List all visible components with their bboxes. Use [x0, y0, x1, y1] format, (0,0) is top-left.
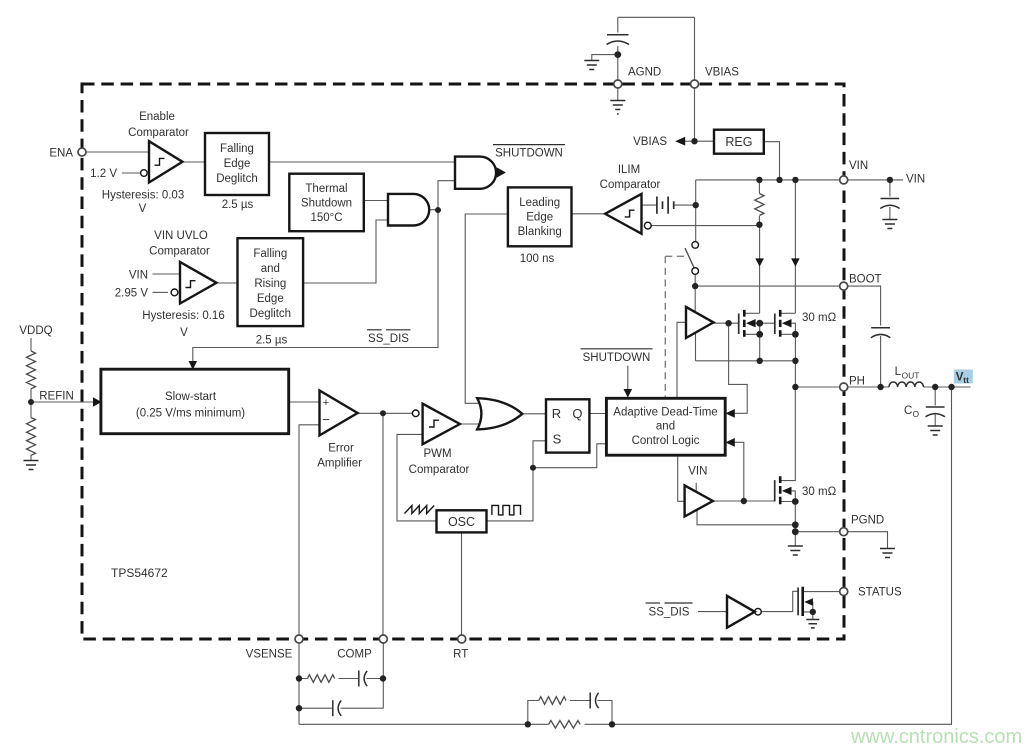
- svg-text:VBIAS: VBIAS: [705, 66, 739, 78]
- svg-text:Adaptive Dead-Time: Adaptive Dead-Time: [613, 407, 717, 419]
- svg-text:Comparator: Comparator: [600, 179, 661, 191]
- svg-text:Edge: Edge: [257, 293, 284, 305]
- svg-text:VDDQ: VDDQ: [19, 325, 52, 337]
- svg-text:BOOT: BOOT: [849, 274, 882, 286]
- svg-text:SS_DIS: SS_DIS: [649, 607, 690, 619]
- svg-text:2.5 µs: 2.5 µs: [222, 199, 254, 211]
- svg-text:150°C: 150°C: [310, 212, 342, 224]
- svg-text:Control Logic: Control Logic: [632, 435, 700, 447]
- svg-text:SHUTDOWN: SHUTDOWN: [583, 352, 651, 364]
- svg-text:VBIAS: VBIAS: [633, 136, 667, 148]
- svg-text:www.cntronics.com: www.cntronics.com: [850, 726, 1022, 748]
- svg-text:tt: tt: [963, 375, 969, 385]
- svg-text:30 mΩ: 30 mΩ: [802, 486, 837, 498]
- svg-text:and: and: [261, 263, 280, 275]
- svg-text:+: +: [323, 397, 329, 409]
- svg-text:Comparator: Comparator: [128, 127, 189, 139]
- svg-text:SS_DIS: SS_DIS: [368, 333, 409, 345]
- svg-text:Hysteresis: 0.16: Hysteresis: 0.16: [142, 310, 224, 322]
- svg-text:PGND: PGND: [851, 515, 884, 527]
- svg-text:VIN UVLO: VIN UVLO: [154, 230, 208, 242]
- svg-text:ENA: ENA: [49, 148, 73, 160]
- svg-text:VIN: VIN: [129, 270, 148, 282]
- svg-text:Deglitch: Deglitch: [250, 308, 292, 320]
- svg-text:PWM: PWM: [423, 448, 451, 460]
- svg-text:O: O: [913, 409, 920, 419]
- svg-text:V: V: [956, 372, 964, 384]
- svg-text:OSC: OSC: [448, 515, 475, 529]
- svg-text:L: L: [895, 366, 902, 378]
- svg-text:Amplifier: Amplifier: [317, 458, 362, 470]
- svg-text:REFIN: REFIN: [39, 391, 74, 403]
- svg-text:Deglitch: Deglitch: [216, 173, 258, 185]
- svg-text:30 mΩ: 30 mΩ: [802, 312, 837, 324]
- svg-text:VIN: VIN: [688, 466, 707, 478]
- svg-text:2.95 V: 2.95 V: [115, 288, 149, 300]
- svg-text:Q: Q: [572, 406, 582, 421]
- svg-text:SHUTDOWN: SHUTDOWN: [495, 148, 563, 160]
- svg-text:OUT: OUT: [902, 371, 920, 381]
- svg-text:V: V: [139, 203, 147, 215]
- svg-text:(0.25 V/ms minimum): (0.25 V/ms minimum): [136, 408, 245, 420]
- svg-text:Edge: Edge: [224, 158, 251, 170]
- svg-text:TPS54672: TPS54672: [111, 566, 168, 580]
- svg-text:VIN: VIN: [906, 174, 925, 186]
- svg-text:Falling: Falling: [253, 248, 287, 260]
- svg-text:COMP: COMP: [337, 649, 372, 661]
- svg-text:Edge: Edge: [526, 212, 553, 224]
- svg-text:Rising: Rising: [254, 278, 286, 290]
- svg-text:−: −: [322, 412, 330, 427]
- svg-text:and: and: [656, 421, 675, 433]
- svg-text:PH: PH: [849, 376, 865, 388]
- svg-text:Comparator: Comparator: [409, 464, 470, 476]
- svg-text:ILIM: ILIM: [618, 164, 640, 176]
- svg-text:Hysteresis: 0.03: Hysteresis: 0.03: [102, 190, 184, 202]
- svg-text:STATUS: STATUS: [858, 587, 902, 599]
- svg-text:VIN: VIN: [849, 160, 868, 172]
- svg-text:1.2 V: 1.2 V: [90, 168, 117, 180]
- svg-text:V: V: [180, 327, 188, 339]
- svg-text:REG: REG: [725, 135, 752, 149]
- svg-text:Blanking: Blanking: [518, 226, 562, 238]
- svg-text:Comparator: Comparator: [149, 246, 210, 258]
- svg-text:2.5 µs: 2.5 µs: [256, 335, 288, 347]
- svg-text:S: S: [553, 431, 562, 446]
- svg-text:Slow-start: Slow-start: [165, 391, 217, 403]
- svg-text:Leading: Leading: [519, 197, 560, 209]
- svg-text:C: C: [904, 405, 912, 417]
- svg-text:Shutdown: Shutdown: [301, 198, 352, 210]
- svg-text:R: R: [552, 406, 561, 421]
- svg-text:Falling: Falling: [220, 143, 254, 155]
- svg-text:100 ns: 100 ns: [520, 253, 555, 265]
- svg-text:VSENSE: VSENSE: [246, 649, 293, 661]
- svg-text:RT: RT: [453, 649, 468, 661]
- svg-text:Error: Error: [328, 443, 354, 455]
- svg-text:Enable: Enable: [139, 111, 175, 123]
- svg-text:Thermal: Thermal: [305, 183, 347, 195]
- svg-text:AGND: AGND: [628, 66, 661, 78]
